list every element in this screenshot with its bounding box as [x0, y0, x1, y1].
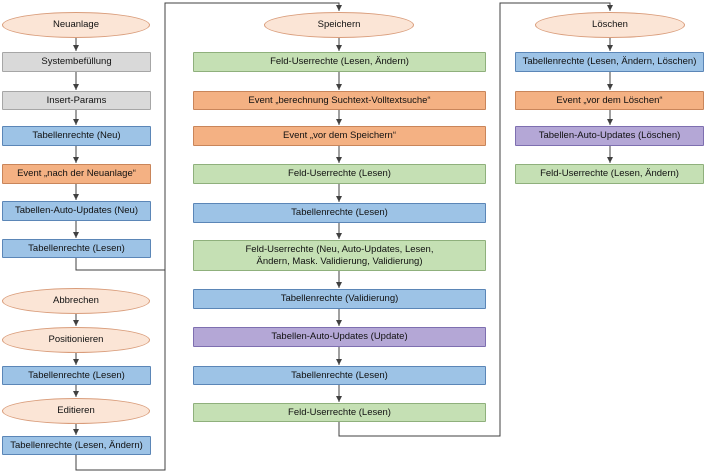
step-feld-userrechte-lesen-aendern: Feld-Userrechte (Lesen, Ändern) [193, 52, 486, 72]
step-loeschen-tabellenrechte: Tabellenrechte (Lesen, Ändern, Löschen) [515, 52, 704, 72]
start-speichern: Speichern [264, 12, 414, 38]
step-tabellenrechte-lesen: Tabellenrechte (Lesen) [2, 239, 151, 258]
step-feld-userrechte-lesen: Feld-Userrechte (Lesen) [193, 164, 486, 184]
connector-editieren-to-speichern [75, 270, 166, 471]
step-speichern-feld-userrechte-lesen-2: Feld-Userrechte (Lesen) [193, 403, 486, 422]
step-systembefuellung: Systembefüllung [2, 52, 151, 72]
step-speichern-tabellenrechte-lesen: Tabellenrechte (Lesen) [193, 203, 486, 223]
start-neuanlage: Neuanlage [2, 12, 150, 38]
step-positionieren-tabellenrechte-lesen: Tabellenrechte (Lesen) [2, 366, 151, 385]
step-event-nach-neuanlage: Event „nach der Neuanlage“ [2, 164, 151, 184]
connector-neuanlage-to-speichern [75, 2, 342, 271]
start-abbrechen: Abbrechen [2, 288, 150, 314]
step-editieren-tabellenrechte: Tabellenrechte (Lesen, Ändern) [2, 436, 151, 455]
start-positionieren: Positionieren [2, 327, 150, 353]
step-tabellen-auto-updates-loeschen: Tabellen-Auto-Updates (Löschen) [515, 126, 704, 146]
step-tabellen-auto-updates-neu: Tabellen-Auto-Updates (Neu) [2, 201, 151, 221]
step-tabellenrechte-neu: Tabellenrechte (Neu) [2, 126, 151, 146]
step-tabellen-auto-updates-update: Tabellen-Auto-Updates (Update) [193, 327, 486, 347]
step-tabellenrechte-validierung: Tabellenrechte (Validierung) [193, 289, 486, 309]
start-loeschen: Löschen [535, 12, 685, 38]
step-event-vor-loeschen: Event „vor dem Löschen“ [515, 91, 704, 110]
step-loeschen-feld-userrechte: Feld-Userrechte (Lesen, Ändern) [515, 164, 704, 184]
connector-speichern-to-loeschen [338, 2, 613, 437]
step-feld-userrechte-validierung: Feld-Userrechte (Neu, Auto-Updates, Lese… [193, 240, 486, 271]
step-speichern-tabellenrechte-lesen-2: Tabellenrechte (Lesen) [193, 366, 486, 385]
step-event-vor-speichern: Event „vor dem Speichern“ [193, 126, 486, 146]
step-event-berechnung-suchtext: Event „berechnung Suchtext-Volltextsuche… [193, 91, 486, 110]
start-editieren: Editieren [2, 398, 150, 424]
step-insert-params: Insert-Params [2, 91, 151, 110]
